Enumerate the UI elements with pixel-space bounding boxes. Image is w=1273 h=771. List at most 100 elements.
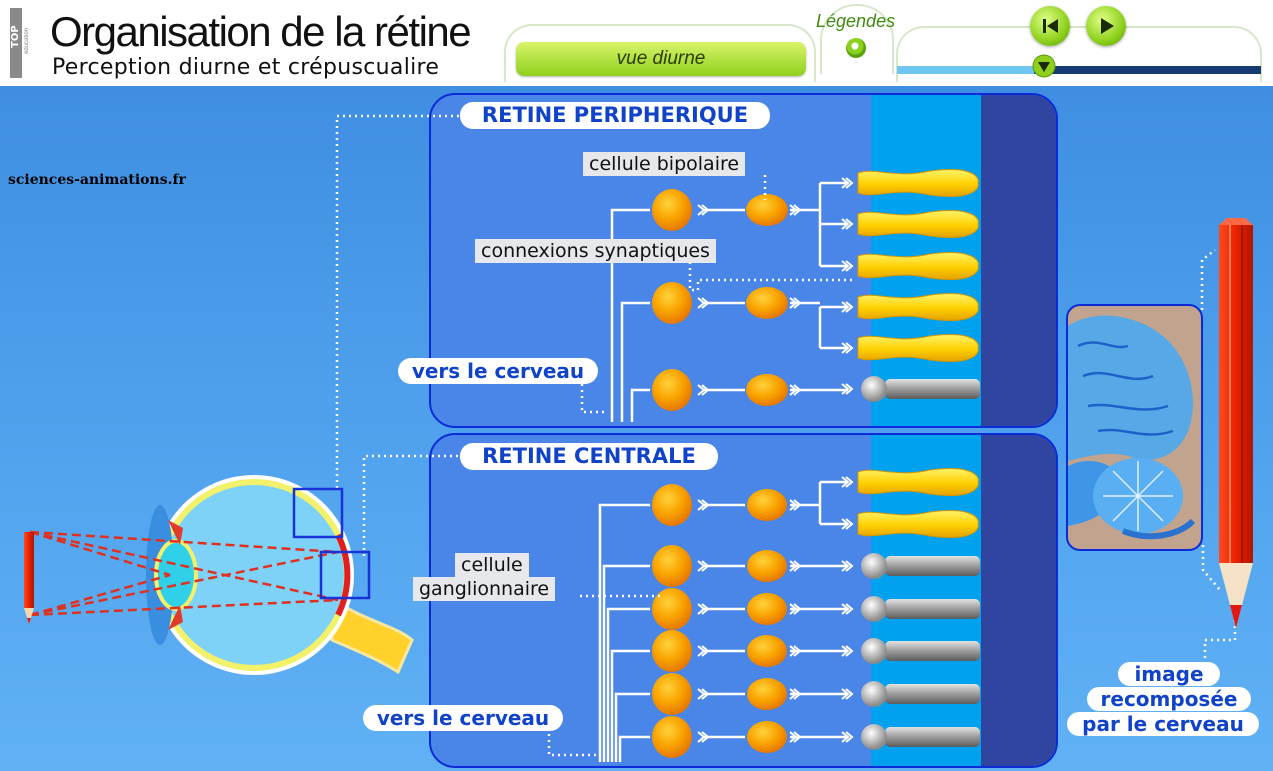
recomposed-pencil [1219, 218, 1253, 628]
central-retina-title: RETINE CENTRALE [460, 443, 718, 470]
signal-line [606, 607, 650, 762]
signal-line [602, 564, 650, 762]
header-bar: TOP éducation Organisation de la rétine … [0, 0, 1273, 86]
central-cell-network [598, 468, 980, 762]
peripheral-retina-title: RETINE PERIPHERIQUE [460, 102, 770, 129]
page-title: Organisation de la rétine [50, 8, 472, 55]
view-mode-button[interactable]: vue diurne [516, 42, 806, 76]
pigment-layer [981, 435, 1056, 766]
signal-line [598, 503, 650, 762]
zoom-box-central[interactable] [319, 550, 371, 600]
rod-outer-segment [885, 641, 980, 661]
zoom-box-peripheral[interactable] [292, 487, 344, 539]
progress-thumb[interactable] [1031, 54, 1057, 78]
rod-inner-segment [861, 596, 887, 622]
cone-cell [857, 293, 979, 321]
rod-inner-segment [861, 553, 887, 579]
signal-line [614, 692, 650, 762]
light-rays [29, 530, 339, 617]
ganglion-cell [652, 673, 692, 715]
object-pencil [24, 532, 34, 624]
brain-image-label-line1: image [1118, 662, 1220, 686]
play-icon [1101, 18, 1114, 34]
brain-image-label-line3: par le cerveau [1067, 712, 1259, 736]
rod-inner-segment [861, 638, 887, 664]
ganglion-cell [652, 282, 692, 324]
ganglion-cell [652, 545, 692, 587]
signal-line [630, 388, 650, 422]
leader-brain-bottom [1201, 545, 1221, 591]
legend-control-frame [820, 4, 894, 74]
bipolar-cell [747, 635, 787, 667]
leader-periph-title [335, 114, 460, 488]
ganglion-cell [652, 588, 692, 630]
view-control-frame [504, 24, 816, 82]
bipolar-cell [746, 194, 788, 226]
ganglion-cell-label-line2: ganglionnaire [413, 577, 556, 601]
ganglion-cell-label-line1: cellule [455, 553, 529, 577]
rod-outer-segment [885, 556, 980, 576]
brain-drawing [1068, 315, 1196, 540]
bipolar-cell-label: cellule bipolaire [583, 152, 746, 176]
to-brain-label-peripheral: vers le cerveau [398, 358, 598, 384]
bipolar-cell [747, 489, 787, 521]
progress-track[interactable] [897, 66, 1261, 74]
bipolar-cell [747, 550, 787, 582]
iris [168, 520, 183, 630]
rod-outer-segment [885, 684, 980, 704]
cone-cell [857, 210, 979, 238]
rod-inner-segment [861, 724, 887, 750]
app-logo: TOP éducation [6, 8, 40, 78]
page-subtitle: Perception diurne et crépuscualire [52, 55, 440, 80]
play-button[interactable] [1086, 6, 1126, 46]
bipolar-cell [747, 721, 787, 753]
signal-line [610, 208, 650, 422]
synaptic-connections-label: connexions synaptiques [475, 239, 716, 263]
skip-back-icon [1043, 19, 1058, 33]
rewind-button[interactable] [1030, 6, 1070, 46]
logo-bar [10, 8, 22, 78]
cone-cell [857, 169, 979, 197]
cone-cell [857, 252, 979, 280]
leader-output-central [547, 728, 598, 757]
leader-synapses [688, 262, 855, 292]
leader-brain-top [1200, 249, 1216, 310]
rod-outer-segment [885, 599, 980, 619]
player-control-frame [896, 26, 1262, 82]
cone-cell [857, 510, 979, 538]
pigment-layer [981, 95, 1056, 426]
ganglion-cell [652, 189, 692, 231]
rod-outer-segment [885, 727, 980, 747]
legend-label: Légendes [816, 11, 896, 31]
vitreous-body [164, 485, 344, 665]
optic-nerve [328, 593, 414, 675]
ganglion-cell [652, 484, 692, 526]
retina-arc [335, 533, 351, 617]
progress-fill [897, 66, 1034, 74]
ganglion-cell [652, 630, 692, 672]
cone-cell [857, 334, 979, 362]
lens [154, 539, 198, 611]
ganglion-cell [652, 716, 692, 758]
brain-illustration [1066, 304, 1203, 551]
rod-outer-segment [885, 379, 980, 399]
peripheral-cell-network [610, 169, 980, 422]
eye-illustration [29, 475, 414, 675]
leader-central-title [362, 454, 460, 556]
signal-line [618, 735, 650, 762]
site-credit: sciences-animations.fr [8, 172, 186, 188]
bipolar-cell [747, 593, 787, 625]
cone-cell [857, 468, 979, 496]
bipolar-cell [747, 678, 787, 710]
rod-inner-segment [861, 681, 887, 707]
leader-lines [335, 114, 1237, 757]
bipolar-cell [746, 374, 788, 406]
leader-output-periph [580, 384, 608, 414]
ganglion-cell [652, 369, 692, 411]
to-brain-label-central: vers le cerveau [363, 705, 563, 731]
signal-line [620, 301, 650, 422]
leader-image [1203, 620, 1237, 662]
legend-toggle[interactable] [846, 38, 866, 58]
bipolar-cell [746, 287, 788, 319]
rod-inner-segment [861, 376, 887, 402]
